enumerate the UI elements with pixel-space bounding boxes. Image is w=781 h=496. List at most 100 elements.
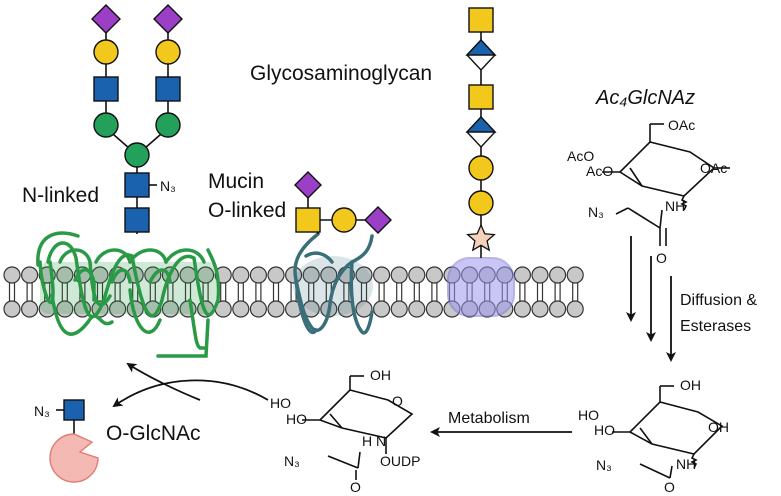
lipid-head xyxy=(320,266,338,284)
lipid-head xyxy=(531,300,549,318)
mannose-circle xyxy=(93,112,119,138)
metabolism-label: Metabolism xyxy=(448,410,530,427)
svg-text:OH: OH xyxy=(370,367,391,383)
svg-text:OUDP: OUDP xyxy=(380,453,420,469)
udp-glcnaz-structure xyxy=(302,375,414,480)
lipid-head xyxy=(267,266,285,284)
glucuronic-acid-diamond-top xyxy=(465,38,497,56)
lipid-head xyxy=(566,300,584,318)
sialic-acid-diamond xyxy=(153,4,183,34)
udp-glcnaz-labels: OH HO HO O H N OUDP N₃ O xyxy=(270,367,420,495)
xylose-star xyxy=(466,223,496,252)
o-glcnac-label: O-GlcNAc xyxy=(106,422,201,445)
lipid-head xyxy=(249,266,267,284)
lipid-head xyxy=(3,266,21,284)
svg-text:OAc: OAc xyxy=(668,117,695,133)
svg-text:OAc: OAc xyxy=(700,160,727,176)
svg-text:O: O xyxy=(664,479,675,495)
lipid-head xyxy=(373,266,391,284)
lipid-head xyxy=(56,300,74,318)
ac4glcnaz-structure xyxy=(602,123,730,246)
o-linked-label: O-linked xyxy=(208,199,286,222)
lipid-head xyxy=(355,300,373,318)
lipid-head xyxy=(390,300,408,318)
lipid-head xyxy=(56,266,74,284)
svg-text:N₃: N₃ xyxy=(588,204,604,220)
svg-text:N₃: N₃ xyxy=(284,453,300,469)
lipid-head xyxy=(249,300,267,318)
o-glcnac-azide-label: N₃ xyxy=(34,403,50,419)
lipid-head xyxy=(373,300,391,318)
lipid-head xyxy=(267,300,285,318)
n-protein-shading xyxy=(40,262,216,314)
lipid-head xyxy=(425,300,443,318)
lipid-head xyxy=(513,300,532,318)
lipid-head xyxy=(425,266,443,284)
svg-text:HO: HO xyxy=(578,407,599,423)
gag-core-protein xyxy=(447,257,515,317)
lipid-head xyxy=(548,300,567,318)
svg-text:O: O xyxy=(656,250,667,266)
sialic-acid-diamond xyxy=(364,206,392,234)
lipid-head xyxy=(232,300,250,318)
glcnaz-square xyxy=(63,399,85,421)
n-glycan-azide-label: N₃ xyxy=(160,178,176,194)
galactose-circle xyxy=(468,190,494,216)
svg-text:NH: NH xyxy=(676,456,696,472)
svg-text:N₃: N₃ xyxy=(596,457,612,473)
mucin-protein-shading xyxy=(293,256,373,316)
svg-text:O: O xyxy=(350,479,361,495)
n-linked-label: N-linked xyxy=(22,184,99,207)
galnac-square xyxy=(468,84,494,110)
mannose-circle xyxy=(124,142,150,168)
mucin-o-glycan xyxy=(294,171,392,234)
lipid-head xyxy=(161,300,179,318)
svg-text:OH: OH xyxy=(680,377,701,393)
lipid-head xyxy=(108,300,127,318)
glcnaz-structure xyxy=(612,385,724,479)
svg-text:NH: NH xyxy=(665,198,685,214)
enzyme-pacman xyxy=(49,433,99,483)
lipid-head xyxy=(3,300,21,318)
galactose-circle xyxy=(155,39,181,65)
galactose-circle xyxy=(468,155,494,181)
lipid-head xyxy=(548,266,567,284)
lipid-head xyxy=(21,266,39,284)
svg-text:AcO: AcO xyxy=(586,163,613,179)
svg-text:O: O xyxy=(392,393,403,409)
galnac-square xyxy=(468,7,494,33)
svg-text:HO: HO xyxy=(594,422,615,438)
esterases-label: Esterases xyxy=(680,318,751,335)
lipid-head xyxy=(355,266,373,284)
lipid-head xyxy=(513,266,532,284)
galactose-circle xyxy=(93,39,119,65)
sialic-acid-diamond xyxy=(294,171,322,199)
glucuronic-acid-diamond-top xyxy=(465,115,497,133)
glycosaminoglycan-label: Glycosaminoglycan xyxy=(250,62,432,85)
galactose-circle xyxy=(331,207,357,233)
svg-text:HO: HO xyxy=(286,411,307,427)
lipid-head xyxy=(531,266,549,284)
diffusion-arrows xyxy=(626,236,676,362)
mucin-label: Mucin xyxy=(208,170,264,193)
to-n-linked-arrow xyxy=(126,362,201,401)
glcnac-square xyxy=(124,207,150,233)
sialic-acid-diamond xyxy=(91,4,121,34)
mannose-circle xyxy=(155,112,181,138)
svg-text:H N: H N xyxy=(362,433,386,449)
o-glcnac-arrow xyxy=(112,379,269,408)
glcnaz-square xyxy=(124,172,150,198)
galnac-square xyxy=(295,207,321,233)
ac4glcnaz-labels: OAc AcO AcO OAc NH N₃ O xyxy=(567,117,727,266)
lipid-head xyxy=(232,266,250,284)
lipid-head xyxy=(302,266,320,284)
diffusion-label: Diffusion & xyxy=(680,292,757,309)
glcnac-square xyxy=(155,76,181,102)
n-glycan-sugars xyxy=(91,4,183,233)
ac4glcnaz-label: Ac₄GlcNAz xyxy=(595,87,695,109)
svg-text:OH: OH xyxy=(708,419,729,435)
lipid-head xyxy=(408,266,426,284)
svg-text:HO: HO xyxy=(270,395,291,411)
glcnac-square xyxy=(93,76,119,102)
lipid-head xyxy=(566,266,584,284)
